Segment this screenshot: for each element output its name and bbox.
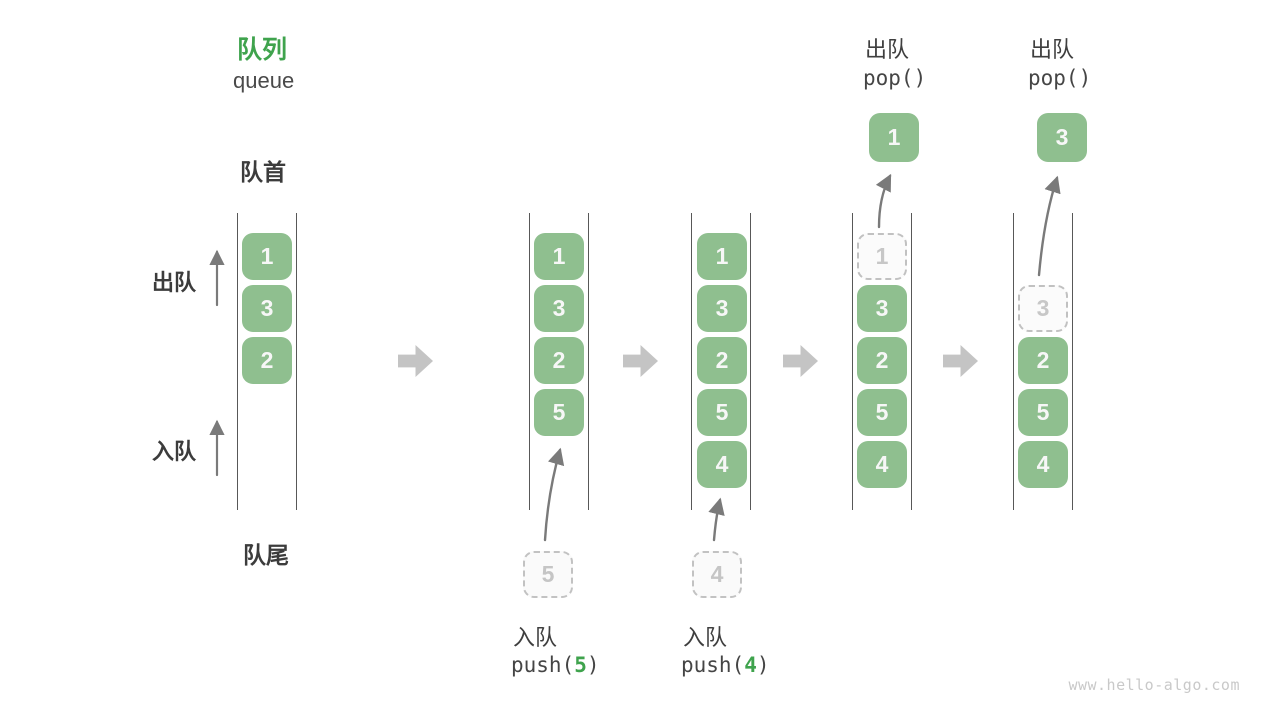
step-arrow-icon bbox=[943, 345, 978, 377]
queue-column-5 bbox=[1013, 213, 1073, 510]
watermark: www.hello-algo.com bbox=[1068, 676, 1240, 694]
queue-column-4 bbox=[852, 213, 912, 510]
queue-cell: 3 bbox=[857, 285, 907, 332]
popped-cell: 1 bbox=[869, 113, 919, 162]
pop-op-label: 出队 bbox=[1030, 37, 1075, 62]
queue-cell: 2 bbox=[1018, 337, 1068, 384]
queue-cell: 5 bbox=[697, 389, 747, 436]
pop-op-code: pop() bbox=[863, 66, 927, 90]
pop-op-code: pop() bbox=[1028, 66, 1092, 90]
diagram-title-en: queue bbox=[233, 68, 295, 93]
queue-cell: 4 bbox=[1018, 441, 1068, 488]
step-arrow-icon bbox=[623, 345, 658, 377]
code-text: push( bbox=[511, 653, 575, 677]
queue-cell: 4 bbox=[857, 441, 907, 488]
label-queue-rear: 队尾 bbox=[243, 542, 289, 568]
label-enqueue: 入队 bbox=[152, 439, 197, 464]
queue-cell: 1 bbox=[534, 233, 584, 280]
queue-cell-dequeued: 3 bbox=[1018, 285, 1068, 332]
code-text: ) bbox=[756, 653, 770, 677]
push-arg: 5 bbox=[574, 653, 587, 677]
queue-cell: 2 bbox=[242, 337, 292, 384]
push-op-code: push(4) bbox=[681, 653, 770, 677]
popped-cell: 3 bbox=[1037, 113, 1087, 162]
queue-cell: 1 bbox=[697, 233, 747, 280]
step-arrow-icon bbox=[783, 345, 818, 377]
queue-cell: 2 bbox=[697, 337, 747, 384]
push-op-code: push(5) bbox=[511, 653, 600, 677]
queue-cell: 3 bbox=[697, 285, 747, 332]
queue-cell: 5 bbox=[534, 389, 584, 436]
queue-column-2 bbox=[529, 213, 589, 510]
push-op-label: 入队 bbox=[513, 625, 558, 650]
queue-cell: 5 bbox=[1018, 389, 1068, 436]
push-arg: 4 bbox=[744, 653, 757, 677]
queue-cell: 3 bbox=[534, 285, 584, 332]
push-op-label: 入队 bbox=[683, 625, 728, 650]
queue-cell: 1 bbox=[242, 233, 292, 280]
queue-cell: 2 bbox=[857, 337, 907, 384]
label-dequeue: 出队 bbox=[152, 270, 197, 295]
incoming-cell: 5 bbox=[523, 551, 573, 598]
queue-cell: 2 bbox=[534, 337, 584, 384]
label-queue-front: 队首 bbox=[240, 159, 286, 185]
incoming-cell: 4 bbox=[692, 551, 742, 598]
queue-cell-dequeued: 1 bbox=[857, 233, 907, 280]
queue-cell: 3 bbox=[242, 285, 292, 332]
queue-cell: 4 bbox=[697, 441, 747, 488]
diagram-title-zh: 队列 bbox=[237, 36, 288, 64]
queue-column-3 bbox=[691, 213, 751, 510]
queue-cell: 5 bbox=[857, 389, 907, 436]
queue-column-1 bbox=[237, 213, 297, 510]
step-arrow-icon bbox=[398, 345, 433, 377]
code-text: push( bbox=[681, 653, 745, 677]
pop-op-label: 出队 bbox=[865, 37, 910, 62]
code-text: ) bbox=[586, 653, 600, 677]
